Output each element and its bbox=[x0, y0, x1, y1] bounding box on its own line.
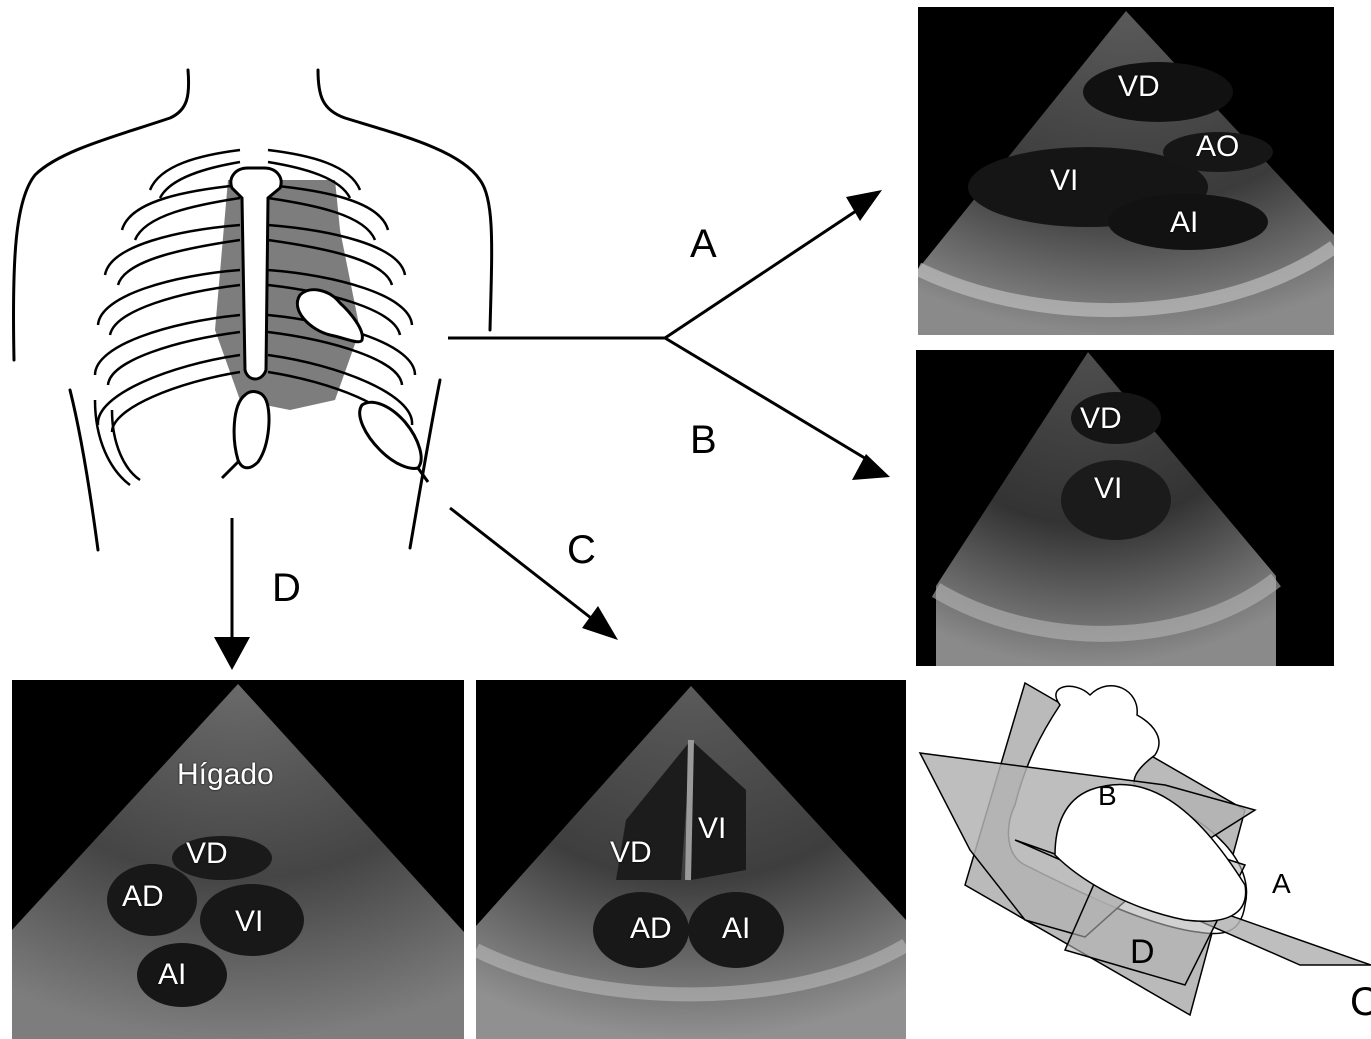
arrow-d-head bbox=[214, 637, 250, 670]
label-vi: VI bbox=[235, 905, 263, 939]
label-ad: AD bbox=[630, 912, 672, 946]
heart-planes-diagram bbox=[915, 675, 1371, 1039]
label-ad: AD bbox=[122, 880, 164, 914]
echo-view-b bbox=[916, 350, 1334, 666]
label-vd: VD bbox=[1118, 70, 1160, 104]
arrow-label-c: C bbox=[567, 528, 596, 573]
label-ai: AI bbox=[158, 958, 186, 992]
arrow-label-b: B bbox=[690, 418, 717, 463]
plane-label-d: D bbox=[1130, 933, 1155, 972]
probe-apical bbox=[360, 402, 421, 468]
arrow-c-head bbox=[582, 606, 618, 640]
arrow-b-head bbox=[852, 454, 890, 480]
label-ai: AI bbox=[722, 912, 750, 946]
label-vi: VI bbox=[698, 812, 726, 846]
arrow-label-d: D bbox=[272, 566, 301, 611]
plane-label-b: B bbox=[1098, 780, 1117, 812]
echo-view-c bbox=[476, 680, 906, 1039]
label-vi: VI bbox=[1094, 472, 1122, 506]
echo-view-d bbox=[12, 680, 464, 1039]
label-vd: VD bbox=[186, 837, 228, 871]
label-ao: AO bbox=[1196, 130, 1239, 164]
label-vd: VD bbox=[610, 836, 652, 870]
label-vi: VI bbox=[1050, 164, 1078, 198]
plane-label-c: C bbox=[1350, 980, 1371, 1025]
arrow-label-a: A bbox=[690, 222, 717, 267]
probe-subcostal bbox=[234, 392, 269, 468]
echo-view-a bbox=[918, 7, 1334, 335]
plane-label-a: A bbox=[1272, 868, 1291, 900]
label-vd: VD bbox=[1080, 402, 1122, 436]
label-ai: AI bbox=[1170, 206, 1198, 240]
arrow-a-head bbox=[846, 190, 882, 221]
label-higado: Hígado bbox=[177, 758, 274, 792]
